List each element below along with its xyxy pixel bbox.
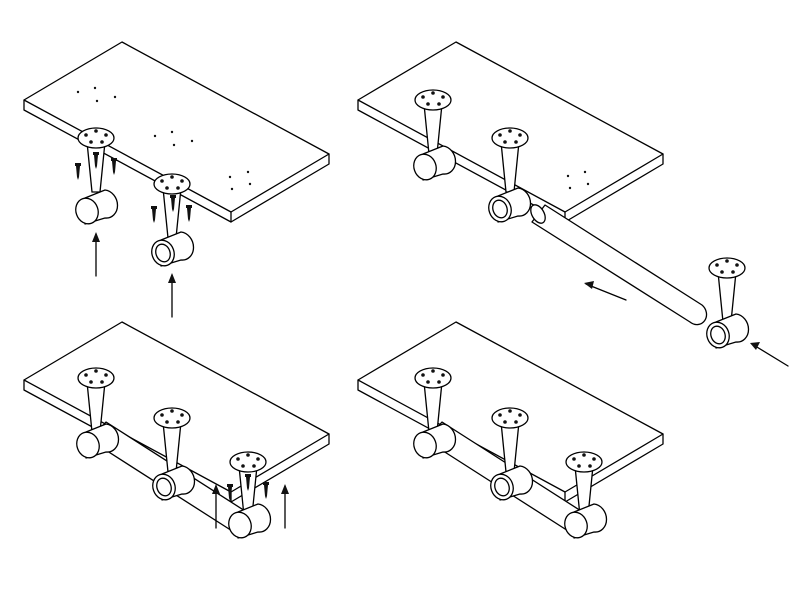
panel-step-1 — [23, 41, 330, 318]
bracket-left — [71, 127, 119, 228]
bracket-right-loose — [702, 257, 750, 352]
predrilled-holes — [76, 86, 252, 191]
arrow-up-icon — [167, 272, 177, 318]
hanging-rod — [530, 204, 708, 326]
arrow-diagonal-icon — [750, 342, 789, 367]
predrilled-holes — [566, 170, 590, 190]
arrow-up-icon — [280, 483, 290, 529]
panel-step-2 — [357, 41, 789, 367]
panel-step-4 — [357, 321, 664, 542]
arrow-left-icon — [584, 281, 627, 301]
panel-step-3 — [23, 321, 330, 542]
bracket-middle — [147, 173, 195, 270]
arrow-up-icon — [91, 231, 101, 277]
